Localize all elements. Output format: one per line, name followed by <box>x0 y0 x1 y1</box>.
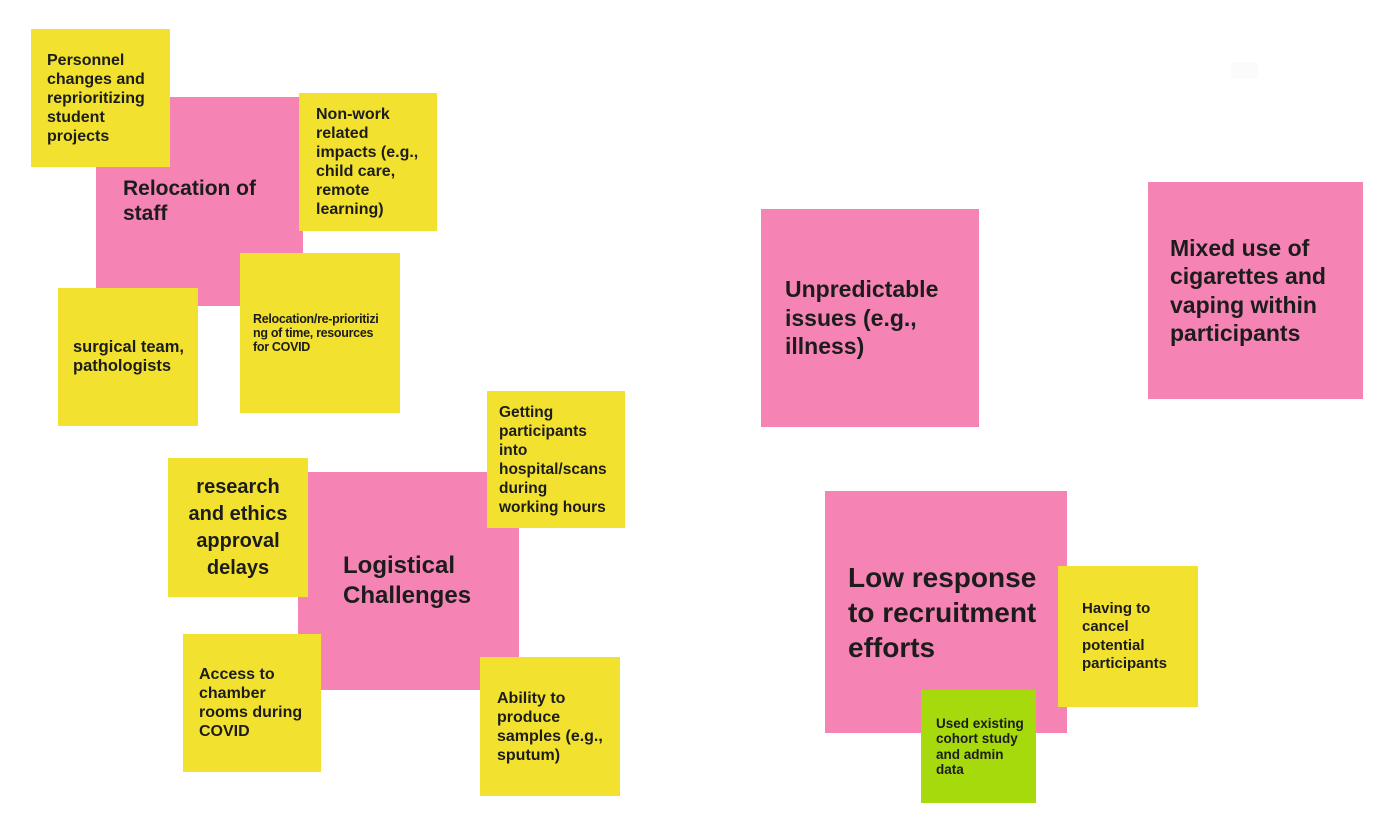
sticky-note-having-to-cancel[interactable]: Having to cancel potential participants <box>1058 566 1198 707</box>
sticky-note-text: Having to cancel potential participants <box>1082 599 1168 673</box>
sticky-note-text: Getting participants into hospital/scans… <box>499 403 607 516</box>
sticky-note-unpredictable-issues[interactable]: Unpredictable issues (e.g., illness) <box>761 209 979 427</box>
sticky-note-getting-participants[interactable]: Getting participants into hospital/scans… <box>487 391 625 528</box>
sticky-note-text: Personnel changes and reprioritizing stu… <box>47 51 145 145</box>
sticky-note-text: research and ethics approval delays <box>188 475 288 579</box>
faint-render-artifact <box>1231 62 1258 79</box>
sticky-note-mixed-use-cigarettes[interactable]: Mixed use of cigarettes and vaping withi… <box>1148 182 1363 399</box>
sticky-note-relocation-reprioritizing[interactable]: Relocation/re-prioritizi ng of time, res… <box>240 253 400 413</box>
sticky-note-surgical-team[interactable]: surgical team, pathologists <box>58 288 198 426</box>
sticky-note-text: Ability to produce samples (e.g., sputum… <box>497 689 603 764</box>
sticky-note-access-chamber-rooms[interactable]: Access to chamber rooms during COVID <box>183 634 321 772</box>
sticky-note-ability-produce-samples[interactable]: Ability to produce samples (e.g., sputum… <box>480 657 620 796</box>
sticky-note-text: Used existing cohort study and admin dat… <box>936 715 1024 778</box>
sticky-note-text: surgical team, pathologists <box>73 338 184 375</box>
sticky-note-text: Relocation of staff <box>123 177 257 225</box>
sticky-note-used-existing-cohort[interactable]: Used existing cohort study and admin dat… <box>921 690 1036 803</box>
sticky-note-personnel-changes[interactable]: Personnel changes and reprioritizing stu… <box>31 29 170 167</box>
sticky-note-text: Low response to recruitment efforts <box>848 561 1037 663</box>
sticky-note-non-work-impacts[interactable]: Non-work related impacts (e.g., child ca… <box>299 93 437 231</box>
sticky-note-text: Access to chamber rooms during COVID <box>199 666 303 740</box>
sticky-note-text: Unpredictable issues (e.g., illness) <box>785 276 939 360</box>
sticky-note-text: Relocation/re-prioritizi ng of time, res… <box>253 312 379 354</box>
sticky-note-text: Mixed use of cigarettes and vaping withi… <box>1170 234 1326 347</box>
sticky-note-research-ethics-delays[interactable]: research and ethics approval delays <box>168 458 308 597</box>
sticky-note-text: Non-work related impacts (e.g., child ca… <box>316 106 419 218</box>
sticky-note-logistical-challenges[interactable]: Logistical Challenges <box>298 472 519 690</box>
sticky-note-text: Logistical Challenges <box>343 552 472 609</box>
